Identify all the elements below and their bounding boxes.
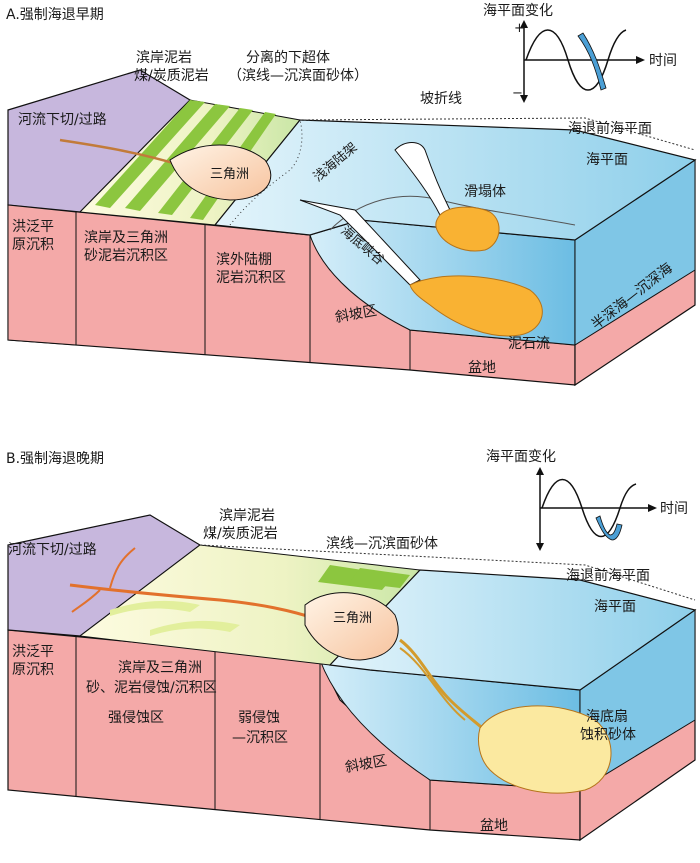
label-mud-flow: 泥石流 <box>508 336 550 352</box>
inset-b-x-arrow <box>648 504 657 512</box>
floodplain-front <box>7 204 77 346</box>
label-coastal-delta-b-2: 砂、泥岩侵蚀/沉积区 <box>86 679 217 696</box>
label-coal-mudstone-b: 煤/炭质泥岩 <box>203 526 278 542</box>
label-slope-b: 斜坡区 <box>344 753 388 776</box>
label-shoreface-sand-b: 滨线—沉滨面砂体 <box>326 536 438 552</box>
green-stripe-b-2 <box>350 568 410 588</box>
label-shoreface-sand-a: （滨线—沉滨面砂体） <box>228 68 368 84</box>
label-floodplain-a-1: 洪泛平 <box>12 219 54 235</box>
panel-a-title: A.强制海退早期 <box>6 7 104 23</box>
delta-lobe <box>169 144 272 201</box>
panel-b-title: B.强制海退晚期 <box>6 451 104 467</box>
label-weak-erosion-2: —沉积区 <box>232 730 288 746</box>
green-stripe-1 <box>95 100 205 208</box>
time-label: 时间 <box>649 53 677 69</box>
feeder-channel-a <box>399 638 492 737</box>
delta-label-b: 三角洲 <box>333 611 372 626</box>
sine-curve <box>525 29 627 91</box>
label-river-incision-a: 河流下切/过路 <box>18 112 107 128</box>
label-sea-level-a: 海平面 <box>586 152 628 168</box>
sea-level-change-label-b: 海平面变化 <box>486 449 556 465</box>
label-pre-regression-sea-level-a: 海退前海平面 <box>568 120 652 137</box>
river-channel-b <box>69 583 321 622</box>
label-coastal-delta-a-2: 砂泥岩沉积区 <box>84 248 168 264</box>
label-coastal-mudstone-a: 滨岸泥岩 <box>136 50 192 66</box>
erosion-remnant-1 <box>110 600 200 616</box>
label-basin-b: 盆地 <box>480 818 508 834</box>
label-coastal-delta-b-1: 滨岸及三角洲 <box>118 660 202 676</box>
inset-x-arrow <box>636 56 645 64</box>
label-coastal-delta-a-1: 滨岸及三角洲 <box>84 230 168 246</box>
feeder-channel-b <box>399 647 466 721</box>
sea-level-inset-b: 海平面变化 时间 <box>486 449 688 551</box>
label-strong-erosion: 强侵蚀区 <box>108 709 164 726</box>
label-offshore-a-2: 泥岩沉积区 <box>216 270 286 286</box>
floodplain-top-b <box>7 514 202 637</box>
river-tributary-2 <box>71 589 101 613</box>
inset-b-y-arrow-up <box>536 467 544 475</box>
submarine-fan-body <box>477 705 612 794</box>
sine-highlight-b <box>595 515 623 541</box>
label-pre-regression-sea-level-b: 海退前海平面 <box>566 567 650 584</box>
sea-surface-b <box>328 569 697 691</box>
pre-regression-sea-level-line <box>299 117 696 151</box>
label-detached-downlap: 分离的下超体 <box>246 49 330 66</box>
inset-b-y-arrow-down <box>536 543 544 551</box>
inset-y-arrow-down <box>520 95 528 103</box>
time-label-b: 时间 <box>660 501 688 517</box>
delta-lobe-b <box>304 592 399 661</box>
label-submarine-fan-2: 蚀积砂体 <box>580 727 636 743</box>
label-sea-level-b: 海平面 <box>594 599 636 615</box>
slump-body <box>435 206 500 252</box>
sea-level-inset-a: 海平面变化 + − 时间 <box>483 3 677 103</box>
label-coastal-mudstone-b: 滨岸泥岩 <box>219 508 275 524</box>
label-floodplain-b-2: 原沉积 <box>12 662 54 678</box>
mud-flow-body <box>409 275 543 337</box>
river-channel <box>59 138 181 167</box>
label-offshore-a-1: 滨外陆棚 <box>216 252 272 268</box>
shoreline-hatch <box>229 119 303 226</box>
river-tributary-1 <box>109 547 136 589</box>
minus-sign: − <box>512 86 523 101</box>
panel-b: B.强制海退晚期 海平面变化 时间 <box>6 449 697 842</box>
label-floodplain-b-1: 洪泛平 <box>12 644 54 660</box>
label-slope-a: 斜坡区 <box>334 303 378 326</box>
plus-sign: + <box>514 21 525 36</box>
erosion-remnant-2 <box>150 620 240 636</box>
delta-label: 三角洲 <box>210 167 249 182</box>
label-weak-erosion-1: 弱侵蚀 <box>238 709 280 726</box>
sea-level-change-label: 海平面变化 <box>483 3 553 19</box>
label-coal-mudstone-a: 煤/炭质泥岩 <box>134 68 209 84</box>
panel-a: A.强制海退早期 海平面变化 + − 时间 <box>6 3 697 387</box>
label-basin-a: 盆地 <box>468 360 496 376</box>
sine-curve-b <box>541 478 637 538</box>
label-slump: 滑塌体 <box>464 183 506 200</box>
pre-regression-sea-level-line-b <box>199 544 696 601</box>
sine-highlight <box>577 32 607 91</box>
label-submarine-fan-1: 海底扇 <box>586 709 628 725</box>
label-floodplain-a-2: 原沉积 <box>12 237 54 253</box>
label-river-incision-b: 河流下切/过路 <box>8 542 97 558</box>
inset-y-arrow-up <box>520 20 528 28</box>
label-break-line: 坡折线 <box>420 91 462 107</box>
slump-scar <box>394 142 451 216</box>
